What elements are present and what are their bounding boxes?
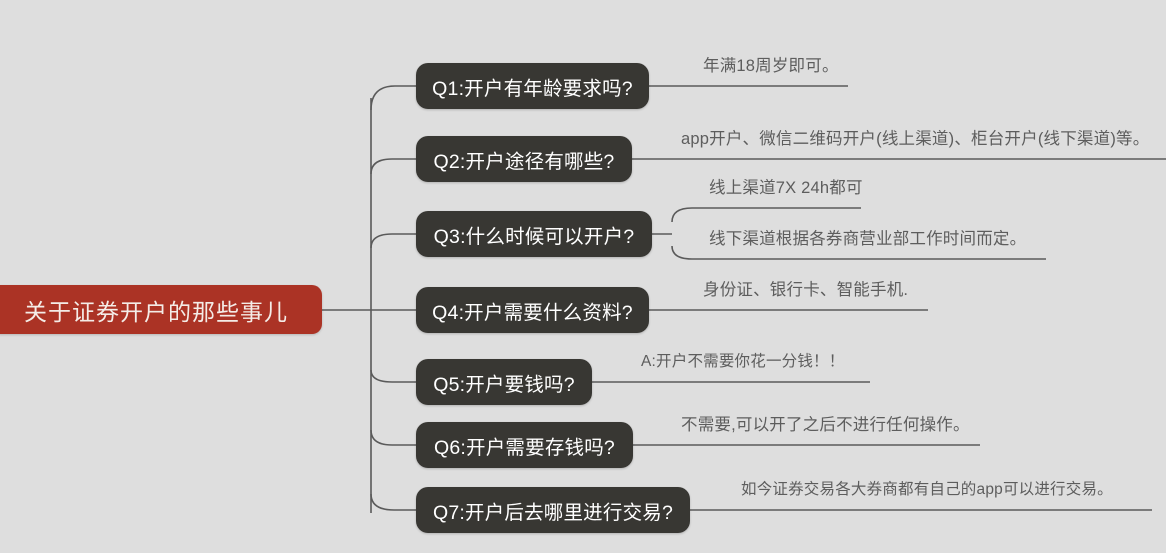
connector-branch-q7	[370, 493, 416, 511]
answer-q3-online: 线上渠道7X 24h都可	[709, 179, 863, 197]
answer-q3-offline: 线下渠道根据各券商营业部工作时间而定。	[709, 230, 1027, 248]
connector-branch-q6	[370, 429, 416, 446]
answer-q6: 不需要,可以开了之后不进行任何操作。	[681, 416, 970, 434]
connector-branch-q1	[370, 85, 416, 111]
node-q6[interactable]: Q6:开户需要存钱吗?	[416, 422, 633, 468]
node-q7-label: Q7:开户后去哪里进行交易?	[432, 501, 674, 524]
node-q2[interactable]: Q2:开户途径有哪些?	[416, 136, 632, 182]
answer-q7: 如今证券交易各大券商都有自己的app可以进行交易。	[741, 481, 1113, 498]
node-q2-label: Q2:开户途径有哪些?	[433, 150, 615, 173]
answer-q1: 年满18周岁即可。	[703, 57, 839, 75]
node-q5-label: Q5:开户要钱吗?	[433, 373, 575, 396]
answer-q2: app开户、微信二维码开户(线上渠道)、柜台开户(线下渠道)等。	[681, 130, 1150, 148]
connector-answer-q3a-fork	[671, 207, 706, 223]
answer-q5: A:开户不需要你花一分钱！！	[641, 353, 845, 370]
connector-branch-q2	[370, 158, 416, 175]
node-q1-label: Q1:开户有年龄要求吗?	[432, 77, 633, 100]
node-q7[interactable]: Q7:开户后去哪里进行交易?	[416, 487, 690, 533]
node-q3-label: Q3:什么时候可以开户?	[433, 225, 635, 248]
answer-q4: 身份证、银行卡、智能手机.	[703, 281, 909, 299]
connector-answer-q3b-fork	[671, 245, 706, 260]
node-q3[interactable]: Q3:什么时候可以开户?	[416, 211, 652, 257]
root-node[interactable]: 关于证券开户的那些事儿	[0, 285, 322, 334]
node-q6-label: Q6:开户需要存钱吗?	[434, 436, 615, 459]
node-q5[interactable]: Q5:开户要钱吗?	[416, 359, 592, 405]
node-q4-label: Q4:开户需要什么资料?	[432, 301, 633, 324]
root-node-label: 关于证券开户的那些事儿	[24, 298, 288, 325]
node-q1[interactable]: Q1:开户有年龄要求吗?	[416, 63, 649, 109]
node-q4[interactable]: Q4:开户需要什么资料?	[416, 287, 649, 333]
connector-branch-q3	[370, 233, 416, 249]
connector-branch-q5	[370, 369, 416, 383]
